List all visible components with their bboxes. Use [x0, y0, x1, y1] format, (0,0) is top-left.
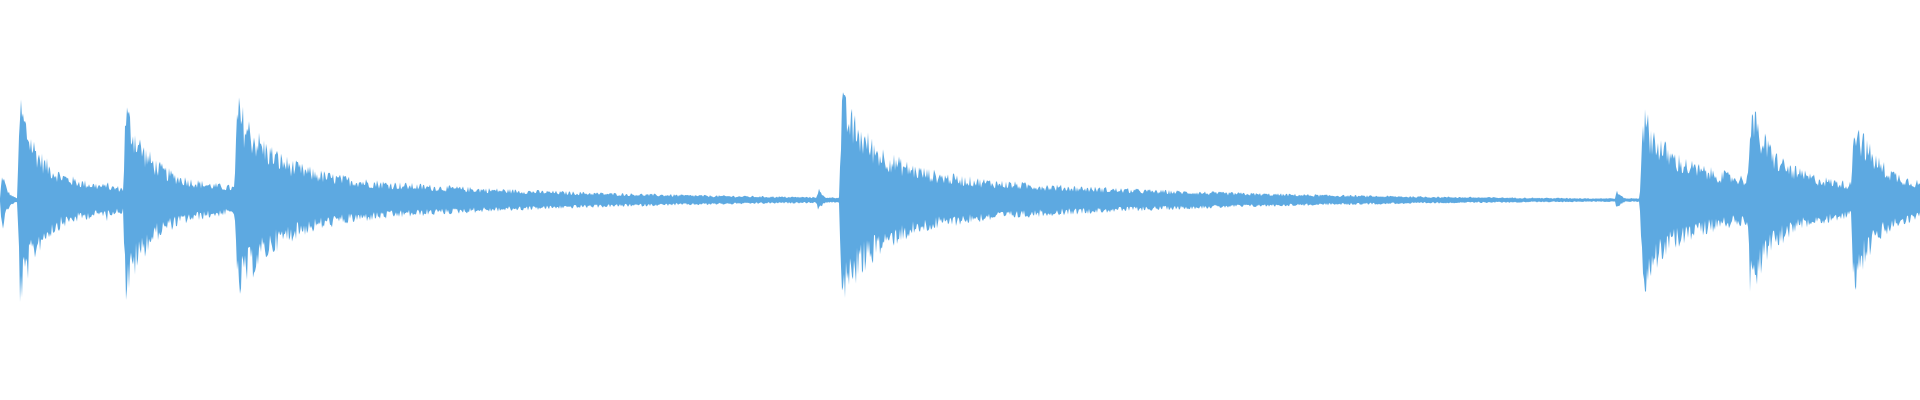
waveform-shape — [0, 92, 1920, 302]
